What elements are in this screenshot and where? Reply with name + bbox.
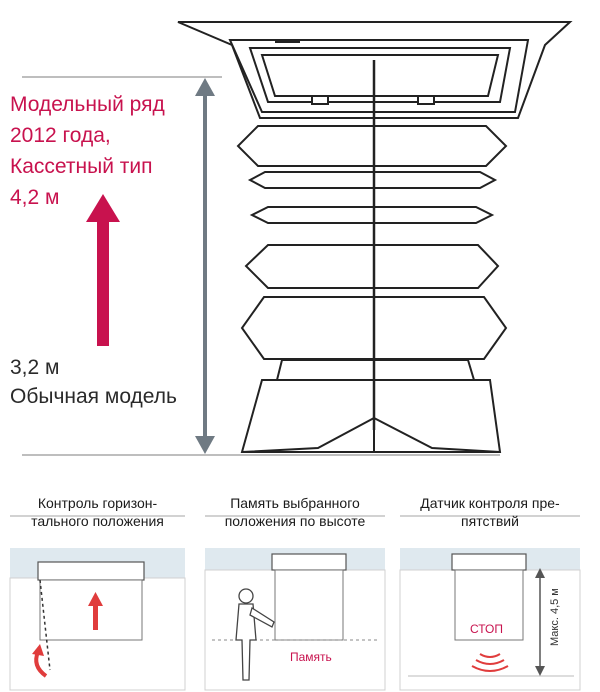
memory-label: Память [290,650,332,664]
panel3-title-line2: пятствий [461,513,519,529]
max-height-label: Макс. 4,5 м [549,588,561,646]
panel-height-memory [204,515,386,691]
person-icon [235,588,275,681]
cassette-unit [177,21,573,119]
panel2-title-line2: положения по высоте [224,513,366,529]
lowered-grille [240,359,502,453]
max-height-arrow [535,568,545,676]
model-title-line3: Кассетный тип [10,155,153,178]
stop-label: СТОП [470,622,504,636]
panel3-title-line1: Датчик контроля пре- [420,495,560,511]
double-arrow-icon [195,78,215,454]
panel1-title: Контроль горизон- тального положения [10,494,185,530]
panel-horizontal-control [9,515,186,691]
panel1-title-line1: Контроль горизон- [37,495,158,511]
panel2-title-line1: Память выбранного [230,495,360,511]
panel1-title-line2: тального положения [31,513,164,529]
panel-obstacle-sensor [399,515,581,691]
model-title-line1: Модельный ряд [10,93,165,116]
model-title-line2: 2012 года, [10,124,111,147]
panel3-title: Датчик контроля пре- пятствий [400,494,580,530]
panel2-title: Память выбранного положения по высоте [205,494,385,530]
grille-panel-stack [236,125,508,360]
old-model-label: Обычная модель [10,385,177,408]
curved-arrow-icon [32,644,48,678]
arrow-up-icon [86,194,120,346]
height-new-label: 4,2 м [10,186,60,209]
height-old-label: 3,2 м [10,356,60,379]
sound-waves-icon [471,653,509,672]
red-arrow-up-icon [88,592,103,630]
